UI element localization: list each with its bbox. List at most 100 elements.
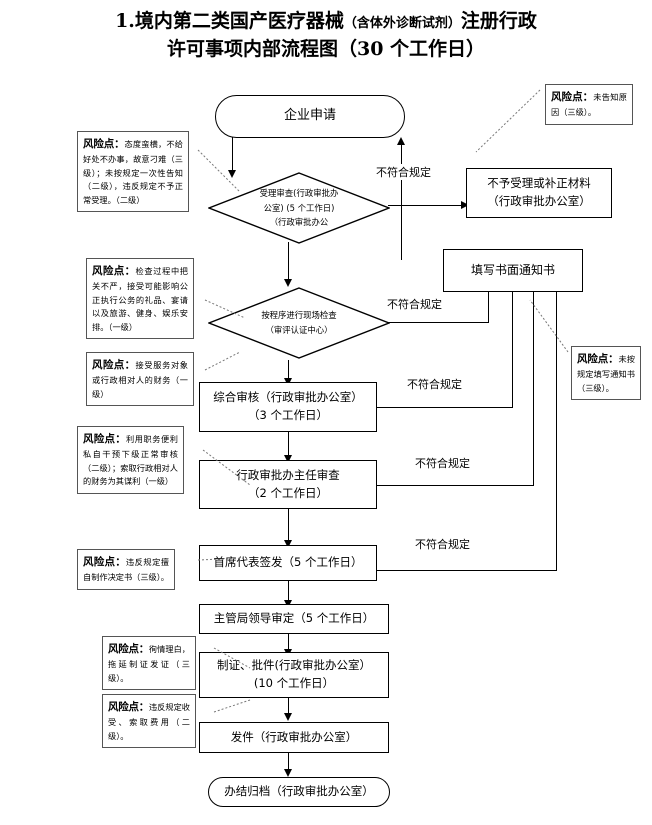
- risk-text: 接受服务对象或行政相对人的财务（一级）: [92, 360, 188, 399]
- arrow-accept-to-reject: [461, 200, 469, 209]
- arrow-accept-to-sitecheck: [284, 279, 292, 287]
- line-comprehensive-up: [512, 291, 514, 408]
- node-label: 综合审核（行政审批办公室） （3 个工作日）: [213, 389, 363, 425]
- line-reject-up: [401, 185, 403, 260]
- node-written-notice[interactable]: 填写书面通知书: [443, 249, 583, 292]
- node-label-line2: （2 个工作日）: [248, 485, 328, 500]
- risk-text: 检查过程中把关不严，接受可能影响公正执行公务的礼品、宴请以及旅游、健身、娱乐安排…: [92, 266, 188, 332]
- diamond-shape: [208, 172, 390, 244]
- arrow-comprehensive-to-director: [284, 455, 292, 463]
- arrow-dispatch-to-archive: [284, 769, 292, 777]
- title-line1-post: 注册行政: [460, 10, 537, 32]
- edge-label-not-conform-4: 不符合规定: [413, 455, 472, 471]
- node-acceptance-review[interactable]: 受理审查(行政审批办 公室) (5 个工作日) （行政审批办公: [208, 172, 390, 244]
- title-line2: 许可事项内部流程图（30 个工作日）: [166, 37, 486, 60]
- node-label-line2: (10 个工作日）: [253, 676, 335, 690]
- node-label-line1: 制证、批件(行政审批办公室）: [217, 658, 371, 673]
- arrow-makecert-to-dispatch: [284, 713, 292, 721]
- risk-box-left-4: 风险点：利用职务便利私自干预下级正常审核（二级）；索取行政相对人的财务为其谋利（…: [77, 426, 184, 494]
- node-comprehensive-review[interactable]: 综合审核（行政审批办公室） （3 个工作日）: [199, 382, 377, 432]
- node-dispatch[interactable]: 发件（行政审批办公室）: [199, 722, 389, 753]
- risk-text: 违反规定擅自制作决定书（三级）。: [83, 557, 169, 583]
- node-label: 企业申请: [283, 108, 336, 124]
- line-comprehensive-to-director: [288, 431, 290, 461]
- node-certificate-production[interactable]: 制证、批件(行政审批办公室） (10 个工作日）: [199, 652, 389, 698]
- node-label: 受理审查(行政审批办 公室) (5 个工作日) （行政审批办公: [208, 172, 390, 244]
- line-accept-to-reject: [388, 205, 468, 207]
- risk-label: 风险点：: [551, 91, 594, 103]
- arrow-apply-to-accept: [228, 170, 236, 178]
- node-enterprise-application[interactable]: 企业申请: [215, 95, 405, 138]
- node-label-line1: 综合审核（行政审批办公室）: [213, 390, 363, 405]
- line-chief-to-bureau: [288, 580, 290, 605]
- risk-label: 风险点：: [83, 556, 126, 568]
- node-site-inspection[interactable]: 按程序进行现场检查 （审评认证中心）: [208, 287, 390, 359]
- node-label-line1: 不予受理或补正材料: [487, 176, 591, 191]
- edge-label-not-conform-5: 不符合规定: [413, 536, 472, 552]
- risk-box-right-2: 风险点：未按规定填写通知书（三级）。: [571, 346, 641, 401]
- node-label: 填写书面通知书: [470, 263, 555, 278]
- risk-box-left-1: 风险点：态度蛮横，不给好处不办事，故意刁难（三级）；未按规定一次性告知（二级），…: [77, 131, 189, 213]
- line-comprehensive-right: [377, 407, 513, 409]
- node-label: 办结归档（行政审批办公室）: [224, 784, 374, 799]
- line-bureau-to-makecert: [288, 632, 290, 654]
- node-label: 不予受理或补正材料 （行政审批办公室）: [487, 175, 591, 211]
- risk-box-left-6: 风险点：徇情理白，拖延制证发证（三级）。: [102, 636, 196, 691]
- node-archive-completion[interactable]: 办结归档（行政审批办公室）: [208, 777, 390, 807]
- node-label: 发件（行政审批办公室）: [230, 729, 358, 744]
- node-label-line2: （审评认证中心）: [265, 325, 333, 335]
- risk-label: 风险点：: [92, 265, 136, 277]
- risk-label: 风险点：: [108, 701, 149, 713]
- line-makecert-to-dispatch: [288, 696, 290, 718]
- node-label-line2: 公室) (5 个工作日): [263, 202, 335, 213]
- risk-label: 风险点：: [108, 643, 149, 655]
- line-sitecheck-to-comprehensive: [288, 360, 290, 385]
- node-bureau-leader-approval[interactable]: 主管局领导审定（5 个工作日）: [199, 604, 389, 634]
- risk-label: 风险点：: [83, 433, 127, 445]
- line-director-to-chief: [288, 508, 290, 543]
- line-chief-right: [377, 570, 557, 572]
- node-label-line1: 行政审批办主任审查: [236, 467, 340, 482]
- line-director-up: [533, 291, 535, 486]
- node-director-examination[interactable]: 行政审批办主任审查 （2 个工作日）: [199, 460, 377, 509]
- node-label: 行政审批办主任审查 （2 个工作日）: [236, 467, 340, 503]
- risk-text: 未按规定填写通知书（三级）。: [577, 354, 635, 393]
- title-line1-pre: 1.境内第二类国产医疗器械: [115, 10, 344, 32]
- risk-box-left-5: 风险点：违反规定擅自制作决定书（三级）。: [77, 549, 175, 590]
- diamond-shape: [208, 287, 390, 359]
- line-dispatch-to-archive: [288, 752, 290, 774]
- edge-label-not-conform-2: 不符合规定: [385, 296, 444, 312]
- page-title: 1.境内第二类国产医疗器械（含体外诊断试剂）注册行政 许可事项内部流程图（30 …: [0, 8, 652, 63]
- node-label: 首席代表签发（5 个工作日）: [213, 555, 363, 570]
- line-accept-to-sitecheck: [288, 242, 290, 284]
- edge-label-not-conform-3: 不符合规定: [405, 376, 464, 392]
- risk-text: 态度蛮横，不给好处不办事，故意刁难（三级）；未按规定一次性告知（二级），违反规定…: [83, 139, 183, 205]
- node-reject-or-supplement[interactable]: 不予受理或补正材料 （行政审批办公室）: [466, 168, 612, 218]
- node-label-line3: （行政审批办公: [269, 217, 329, 228]
- risk-box-right-1: 风险点：未告知原因（三级）。: [545, 84, 633, 125]
- risk-label: 风险点：: [92, 359, 136, 371]
- node-chief-representative-signature[interactable]: 首席代表签发（5 个工作日）: [199, 545, 377, 581]
- line-apply-to-accept: [232, 137, 234, 175]
- line-director-right: [377, 485, 534, 487]
- risk-text: 徇情理白，拖延制证发证（三级）。: [108, 644, 190, 683]
- edge-label-not-conform-1: 不符合规定: [374, 164, 433, 180]
- risk-text: 未告知原因（三级）。: [551, 92, 627, 118]
- risk-label: 风险点：: [83, 138, 125, 150]
- title-line1-paren: （含体外诊断试剂）: [343, 16, 461, 31]
- line-sitecheck-right: [388, 322, 489, 324]
- line-chief-up: [556, 291, 558, 571]
- node-label-line2: （行政审批办公室）: [487, 194, 591, 208]
- node-label: 主管局领导审定（5 个工作日）: [213, 611, 375, 626]
- risk-text: 违反规定收受、索取费用（二级）。: [108, 702, 190, 741]
- node-label-line1: 按程序进行现场检查: [261, 310, 337, 321]
- node-label: 按程序进行现场检查 （审评认证中心）: [208, 287, 390, 359]
- line-sitecheck-up: [488, 291, 490, 323]
- risk-label: 风险点：: [577, 353, 619, 365]
- risk-box-left-2: 风险点：检查过程中把关不严，接受可能影响公正执行公务的礼品、宴请以及旅游、健身、…: [86, 258, 194, 340]
- arrow-director-to-chief: [284, 540, 292, 548]
- node-label-line2: （3 个工作日）: [248, 408, 328, 422]
- arrow-reject-to-apply: [397, 137, 405, 145]
